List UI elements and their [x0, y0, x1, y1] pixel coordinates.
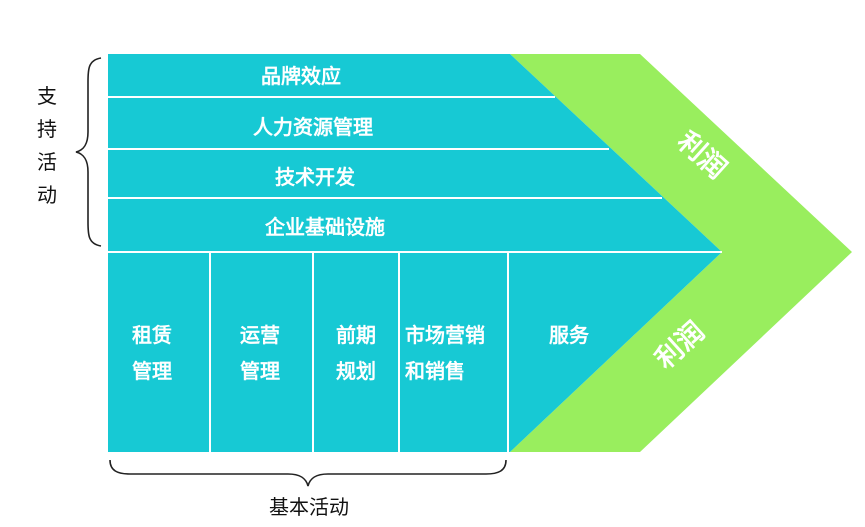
primary-col-4-line1: 市场营销: [405, 323, 485, 347]
primary-col-3-line1: 前期: [336, 323, 376, 347]
support-label-char-4: 动: [37, 183, 57, 207]
primary-label: 基本活动: [269, 495, 349, 519]
support-row-infra: 企业基础设施: [264, 215, 385, 239]
support-brace: [75, 57, 102, 247]
primary-col-2-line2: 管理: [240, 359, 280, 383]
primary-col-1-line1: 租赁: [132, 323, 172, 347]
primary-col-5-line1: 服务: [549, 323, 590, 347]
support-label-char-1: 支: [37, 84, 57, 108]
primary-brace: [109, 459, 507, 487]
profit-chevron: [510, 54, 852, 452]
primary-col-2-line1: 运营: [240, 323, 280, 347]
support-label-char-2: 持: [37, 117, 57, 141]
support-row-brand: 品牌效应: [261, 64, 341, 88]
support-row-hr: 人力资源管理: [253, 115, 373, 139]
primary-col-4-line2: 和销售: [405, 359, 465, 383]
support-row-tech: 技术开发: [275, 165, 356, 189]
primary-col-1-line2: 管理: [132, 359, 172, 383]
support-label-char-3: 活: [37, 150, 57, 174]
primary-col-3-line2: 规划: [336, 359, 376, 383]
